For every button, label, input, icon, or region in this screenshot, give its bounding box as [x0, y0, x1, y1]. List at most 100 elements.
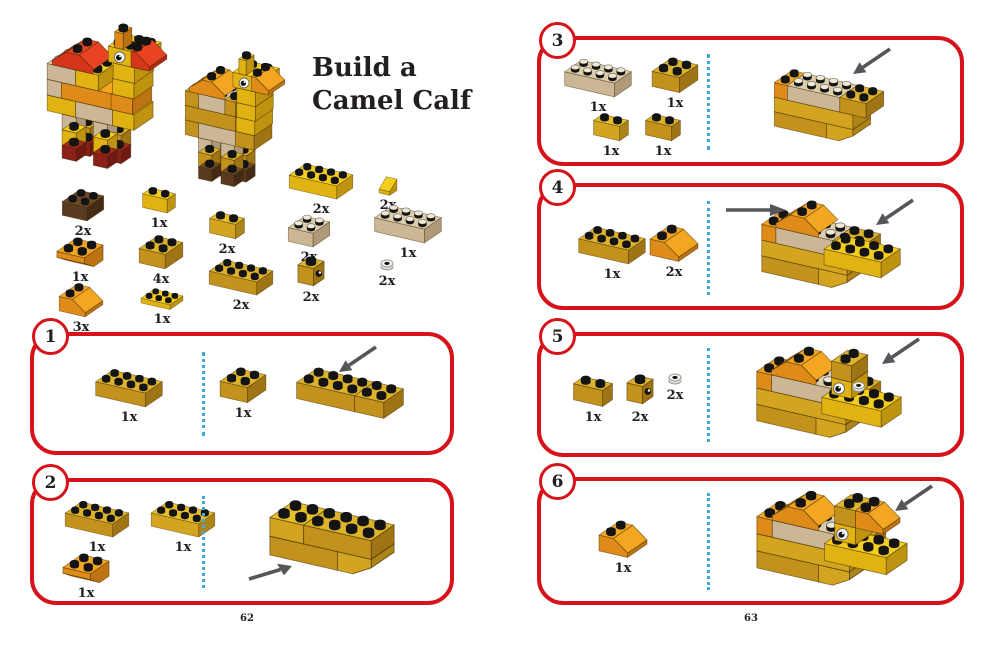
parts-list-item: 2x [204, 208, 250, 256]
step-part: 1x [557, 56, 639, 114]
part-quantity: 2x [218, 242, 236, 257]
step-result-figure [756, 346, 902, 438]
step-part: 2x [645, 221, 703, 279]
step-box-4: 4 1x 2x [537, 169, 964, 310]
page-title: Build a Camel Calf [312, 52, 471, 117]
inverted-slope-orange-icon [56, 237, 104, 267]
parts-list-item: 2x [280, 160, 362, 216]
part-quantity: 3x [72, 320, 90, 335]
brick-2x2-gold-icon [651, 57, 699, 93]
step-result-figure [269, 500, 395, 575]
brick-2x2-brown-icon [61, 189, 105, 222]
step-part: 1x [587, 110, 635, 158]
dotted-divider [707, 54, 710, 150]
parts-list-item: 2x [56, 186, 110, 238]
parts-list-item: 4x [134, 232, 188, 286]
step-part: 1x [56, 498, 138, 554]
arrow-icon [869, 197, 917, 235]
brick-2x4-yellow-icon [288, 163, 354, 200]
parts-list-item: 2x [294, 252, 328, 304]
part-quantity: 1x [120, 410, 138, 425]
brick-2x4-gold-icon [64, 501, 130, 538]
arrow-icon [246, 562, 296, 586]
part-quantity: 1x [614, 561, 632, 576]
eye-brick-1x1-icon [297, 256, 325, 287]
round-plate-white-icon [380, 259, 394, 271]
page-number-left: 62 [240, 613, 254, 624]
parts-list-item: 1x [52, 234, 108, 284]
step-number-badge: 5 [539, 318, 576, 355]
round-plate-white-icon [668, 373, 682, 385]
part-quantity: 1x [602, 144, 620, 159]
part-quantity: 1x [603, 267, 621, 282]
part-quantity: 2x [312, 202, 330, 217]
brick-2x4-gold-icon [95, 369, 163, 408]
parts-list-item: 1x [130, 286, 194, 326]
step-part: 1x [571, 223, 653, 281]
slope-2x2-orange-icon [598, 520, 648, 558]
part-quantity: 1x [654, 144, 672, 159]
camel-adult-model-image [46, 23, 168, 169]
part-quantity: 2x [378, 274, 396, 289]
brick-2x4-gold-icon [208, 259, 274, 296]
part-quantity: 1x [399, 246, 417, 261]
parts-list-item: 1x [136, 184, 182, 230]
slope-2x2-orange-icon [649, 224, 699, 262]
step-box-5: 5 1x 2x 2x [537, 318, 964, 457]
step-number-badge: 6 [539, 463, 576, 500]
dotted-divider [707, 201, 710, 295]
arrow-icon [846, 46, 894, 84]
step-number-badge: 2 [32, 464, 69, 501]
parts-list-item: 1x [366, 202, 450, 260]
brick-1x2-gold-icon [573, 375, 613, 407]
step-box-3: 3 1x 1x 1x 1x [537, 22, 964, 166]
part-quantity: 1x [589, 100, 607, 115]
part-quantity: 2x [74, 224, 92, 239]
step-box-1: 1 1x 1x [30, 318, 454, 455]
inverted-slope-orange-icon [62, 553, 110, 583]
part-quantity: 1x [584, 410, 602, 425]
step-part: 1x [214, 364, 272, 420]
part-quantity: 1x [71, 270, 89, 285]
slope-2x2-orange-icon [58, 283, 104, 318]
brick-1x2-gold-icon [209, 211, 245, 240]
part-quantity: 2x [666, 388, 684, 403]
step-number-badge: 1 [32, 318, 69, 355]
part-quantity: 4x [152, 272, 170, 287]
part-quantity: 2x [232, 298, 250, 313]
step-box-2: 2 1x 1x 1x [30, 464, 454, 605]
part-quantity: 2x [302, 290, 320, 305]
brick-2x4-tan-icon [564, 58, 632, 98]
brick-2x4-tan-icon [374, 204, 442, 244]
title-line-1: Build a [312, 53, 417, 83]
step-part: 2x [623, 368, 657, 424]
part-quantity: 1x [77, 586, 95, 601]
part-quantity: 1x [666, 96, 684, 111]
title-line-2: Camel Calf [312, 85, 472, 116]
dotted-divider [707, 348, 710, 442]
arrow-icon [332, 344, 380, 382]
part-quantity: 1x [88, 540, 106, 555]
arrow-icon [724, 202, 788, 221]
part-quantity: 1x [174, 540, 192, 555]
brick-2x4-gold-icon [578, 226, 646, 265]
part-quantity: 1x [153, 312, 171, 327]
brick-2x2-gold-icon [219, 367, 267, 403]
step-result-figure [756, 490, 908, 586]
step-result-figure [296, 367, 404, 419]
step-result-figure [761, 200, 901, 288]
dotted-divider [202, 352, 205, 436]
brick-2x4-gold-icon [150, 501, 216, 538]
step-part: 1x [58, 550, 114, 600]
slope-1x1-yellow-icon [378, 176, 398, 196]
page-number-right: 63 [744, 613, 758, 624]
brick-1x2-yellow-icon [142, 187, 176, 214]
step-number-badge: 3 [539, 22, 576, 59]
part-quantity: 2x [631, 410, 649, 425]
step-box-6: 6 1x [537, 463, 964, 605]
part-quantity: 1x [150, 216, 168, 231]
step-part: 1x [593, 517, 653, 575]
arrow-icon [888, 483, 936, 521]
parts-list-item: 3x [52, 280, 110, 334]
camel-calf-model-image [184, 51, 286, 188]
